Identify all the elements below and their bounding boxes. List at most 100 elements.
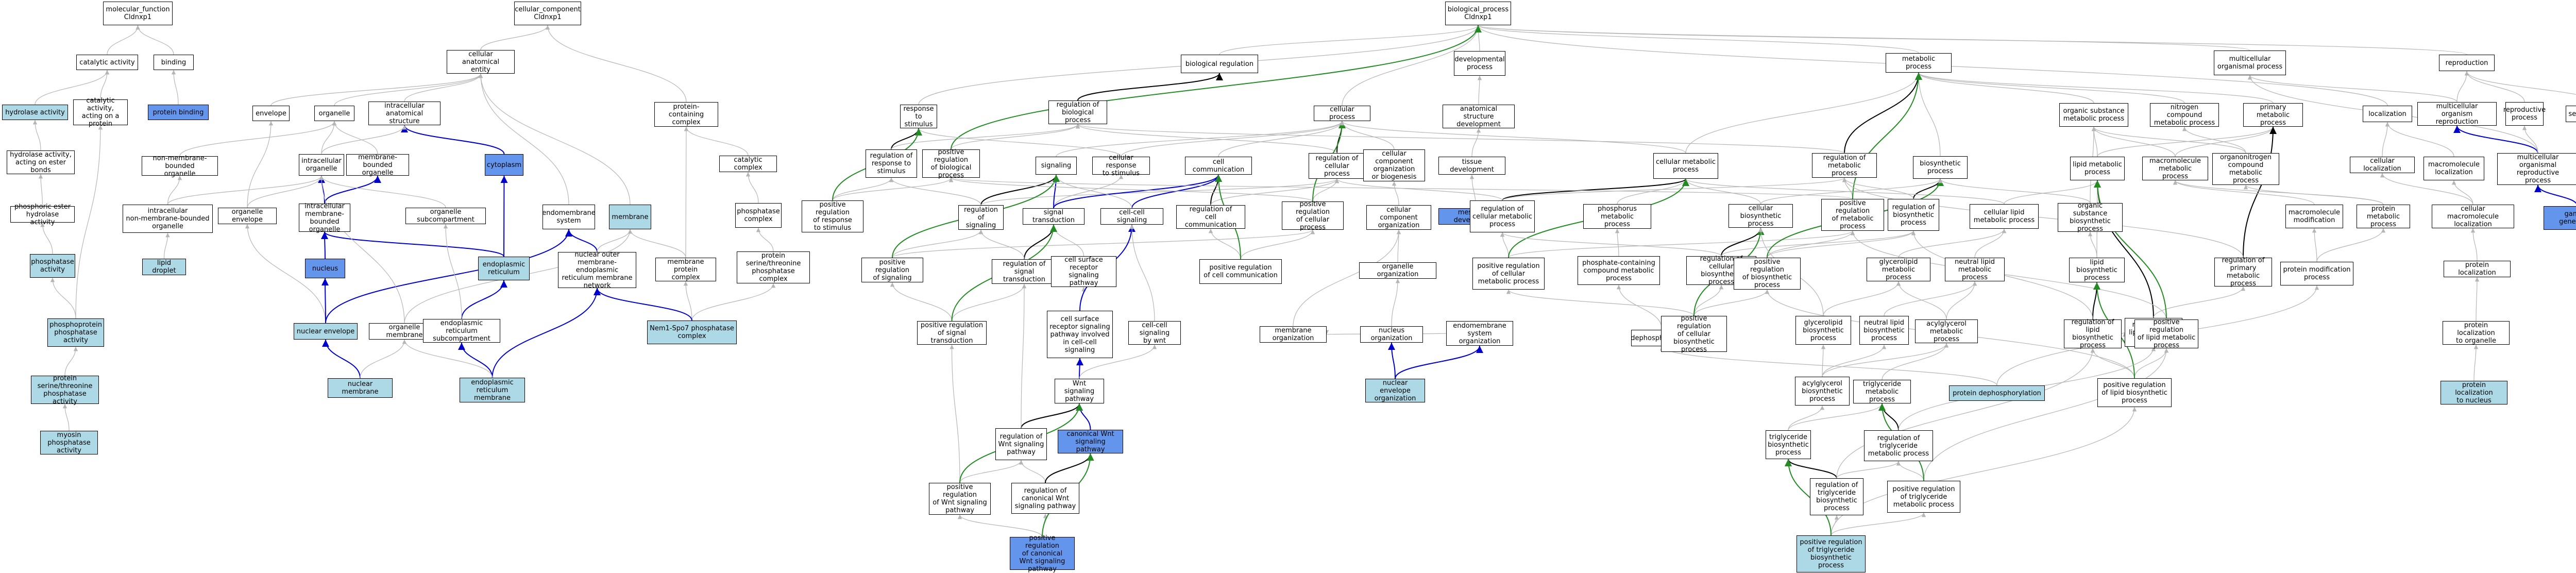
go-term-bp[interactable]: biological_process Cldnxp1: [1445, 2, 1511, 25]
go-term-mcop[interactable]: multicellular organismal process: [2214, 50, 2286, 75]
go-term-ocmp[interactable]: organonitrogen compound metabolic proces…: [2212, 153, 2279, 185]
go-term-cco[interactable]: cellular component organization: [1366, 205, 1431, 230]
go-term-pstc[interactable]: protein serine/threonine phosphatase com…: [737, 251, 810, 283]
go-term-bind[interactable]: binding: [154, 55, 194, 70]
go-term-rprocp[interactable]: reproductive process: [2503, 102, 2546, 126]
go-term-devp[interactable]: developmental process: [1454, 51, 1505, 76]
go-term-nlbp[interactable]: neutral lipid biosynthetic process: [1859, 316, 1909, 345]
go-term-gbp[interactable]: glycerolipid biosynthetic process: [1795, 316, 1851, 345]
go-term-nem[interactable]: Nem1-Spo7 phosphatase complex: [647, 321, 737, 344]
go-term-ccsig[interactable]: cell-cell signaling: [1100, 208, 1163, 225]
go-term-cml[interactable]: cellular macromolecule localization: [2432, 205, 2514, 228]
go-term-noer[interactable]: nuclear outer membrane-endoplasmic retic…: [558, 251, 636, 290]
go-term-loc[interactable]: localization: [2363, 106, 2412, 122]
go-term-rcwnt[interactable]: regulation of canonical Wnt signaling pa…: [1011, 483, 1079, 514]
go-term-rbp[interactable]: regulation of biological process: [1048, 100, 1107, 124]
go-term-csrsp[interactable]: cell surface receptor signaling pathway: [1051, 256, 1116, 287]
go-term-endmso[interactable]: endomembrane system organization: [1446, 321, 1513, 346]
go-term-lmp[interactable]: lipid metabolic process: [2070, 157, 2125, 180]
go-term-mf[interactable]: molecular_function Cldnxp1: [103, 2, 173, 25]
go-term-prrs[interactable]: positive regulation of response to stimu…: [802, 200, 863, 232]
go-term-repro[interactable]: reproduction: [2439, 55, 2495, 71]
go-term-mmp[interactable]: macromolecule metabolic process: [2142, 157, 2208, 180]
go-term-org[interactable]: organelle: [314, 106, 354, 121]
go-term-breg[interactable]: biological regulation: [1181, 55, 1258, 73]
go-term-nlmp[interactable]: neutral lipid metabolic process: [1945, 258, 2005, 281]
go-term-prst[interactable]: positive regulation of signal transducti…: [917, 321, 987, 345]
go-term-env[interactable]: envelope: [252, 106, 290, 121]
go-term-rts[interactable]: response to stimulus: [900, 105, 937, 128]
go-term-phc[interactable]: phosphatase complex: [735, 203, 782, 228]
go-term-oenv[interactable]: organelle envelope: [218, 208, 277, 224]
go-term-gmp[interactable]: glycerolipid metabolic process: [1867, 258, 1930, 281]
go-term-prcmp[interactable]: positive regulation of cellular metaboli…: [1472, 258, 1545, 290]
go-term-rwnt[interactable]: regulation of Wnt signaling pathway: [995, 428, 1047, 460]
go-term-memb[interactable]: membrane: [609, 205, 651, 229]
go-term-osbp[interactable]: organic substance biosynthetic process: [2058, 202, 2123, 233]
go-term-rcmp[interactable]: regulation of cellular metabolic process: [1470, 200, 1535, 232]
go-term-ccswnt[interactable]: cell-cell signaling by wnt: [1128, 321, 1181, 345]
go-term-prsig[interactable]: positive regulation of signaling: [861, 258, 923, 282]
go-term-iorg[interactable]: intracellular organelle: [299, 154, 344, 176]
go-term-mpc[interactable]: membrane protein complex: [655, 258, 716, 281]
go-term-metp[interactable]: metabolic process: [1886, 53, 1952, 73]
go-term-rpmp[interactable]: regulation of primary metabolic process: [2214, 257, 2272, 288]
go-term-prtgbp[interactable]: positive regulation of triglyceride bios…: [1797, 535, 1866, 572]
go-term-pmproc[interactable]: phosphorus metabolic process: [1583, 204, 1651, 229]
go-term-rcp[interactable]: regulation of cellular process: [1309, 153, 1365, 179]
go-term-clmp[interactable]: cellular lipid metabolic process: [1970, 204, 2039, 229]
go-term-plorg[interactable]: protein localization to organelle: [2443, 321, 2510, 345]
go-term-prcwnt[interactable]: positive regulation of canonical Wnt sig…: [1010, 534, 1075, 573]
go-term-ermem[interactable]: endoplasmic reticulum membrane: [460, 378, 525, 402]
go-term-osmp[interactable]: organic substance metabolic process: [2059, 103, 2128, 127]
go-term-ploc[interactable]: protein localization: [2444, 261, 2511, 277]
go-term-ccom[interactable]: cell communication: [1185, 157, 1252, 175]
go-term-membo[interactable]: membrane organization: [1260, 326, 1327, 343]
go-term-cloc[interactable]: cellular localization: [2350, 157, 2415, 173]
go-term-cae[interactable]: cellular anatomical entity: [447, 50, 515, 74]
go-term-cc[interactable]: cellular_component Cldnxp1: [514, 2, 581, 25]
go-term-pmet[interactable]: protein metabolic process: [2357, 205, 2410, 228]
go-term-ias[interactable]: intracellular anatomical structure: [368, 102, 440, 125]
go-term-rst[interactable]: regulation of signal transduction: [992, 259, 1057, 284]
go-term-pbind[interactable]: protein binding: [148, 105, 209, 120]
go-term-nenv[interactable]: nuclear envelope: [294, 323, 358, 340]
go-term-psert[interactable]: protein serine/threonine phosphatase act…: [31, 375, 99, 406]
go-term-rrs[interactable]: regulation of response to stimulus: [866, 149, 917, 178]
go-term-prlbp[interactable]: positive regulation of lipid biosyntheti…: [2097, 378, 2172, 407]
go-term-cyto[interactable]: cytoplasm: [485, 154, 523, 176]
go-term-crs[interactable]: cellular response to stimulus: [1092, 154, 1150, 177]
go-term-cat[interactable]: catalytic activity: [76, 55, 138, 70]
go-term-sig[interactable]: signaling: [1036, 157, 1077, 175]
go-term-pcc[interactable]: protein-containing complex: [654, 102, 718, 127]
go-term-prbp[interactable]: positive regulation of biological proces…: [922, 148, 980, 179]
go-term-prcbp[interactable]: positive regulation of cellular biosynth…: [1661, 315, 1727, 353]
go-term-cbiosp[interactable]: cellular biosynthetic process: [1728, 204, 1793, 228]
go-term-prtgmp[interactable]: positive regulation of triglyceride meta…: [1887, 481, 1960, 513]
go-term-er[interactable]: endoplasmic reticulum: [478, 257, 530, 280]
go-term-pdeph[interactable]: protein dephosphorylation: [1949, 385, 2045, 401]
go-term-prcc[interactable]: positive regulation of cell communicatio…: [1199, 259, 1282, 284]
go-term-tgbp[interactable]: triglyceride biosynthetic process: [1766, 430, 1811, 459]
go-term-pmp[interactable]: primary metabolic process: [2243, 103, 2303, 127]
go-term-ncmp[interactable]: nitrogen compound metabolic process: [2150, 103, 2219, 127]
go-term-lipd[interactable]: lipid droplet: [142, 259, 186, 275]
go-term-prlmp[interactable]: positive regulation of lipid metabolic p…: [2134, 318, 2198, 349]
go-term-nmem[interactable]: nuclear membrane: [328, 378, 393, 398]
go-term-rsig[interactable]: regulation of signaling: [958, 205, 1004, 230]
go-term-rcc[interactable]: regulation of cell communication: [1176, 205, 1245, 229]
go-term-agbp[interactable]: acylglycerol biosynthetic process: [1795, 377, 1850, 406]
go-term-nmbo[interactable]: non-membrane-bounded organelle: [142, 155, 218, 178]
go-term-sexr[interactable]: sexual reproduction: [2566, 106, 2576, 122]
go-term-asd[interactable]: anatomical structure development: [1443, 105, 1515, 128]
go-term-rtgbp[interactable]: regulation of triglyceride biosynthetic …: [1810, 478, 1863, 515]
go-term-mloc[interactable]: macromolecule localization: [2424, 157, 2484, 180]
go-term-imbo[interactable]: intracellular membrane-bounded organelle: [299, 203, 350, 233]
go-term-pccmp[interactable]: phosphate-containing compound metabolic …: [1578, 256, 1660, 285]
go-term-phos[interactable]: phosphatase activity: [30, 254, 75, 278]
go-term-mcor[interactable]: multicellular organism reproduction: [2417, 102, 2497, 126]
go-term-cellp[interactable]: cellular process: [1314, 106, 1370, 121]
go-term-prcp[interactable]: positive regulation of cellular process: [1282, 200, 1344, 231]
go-term-mrp[interactable]: multicellular organismal reproductive pr…: [2497, 153, 2576, 185]
go-term-agmp[interactable]: acylglycerol metabolic process: [1915, 319, 1978, 343]
